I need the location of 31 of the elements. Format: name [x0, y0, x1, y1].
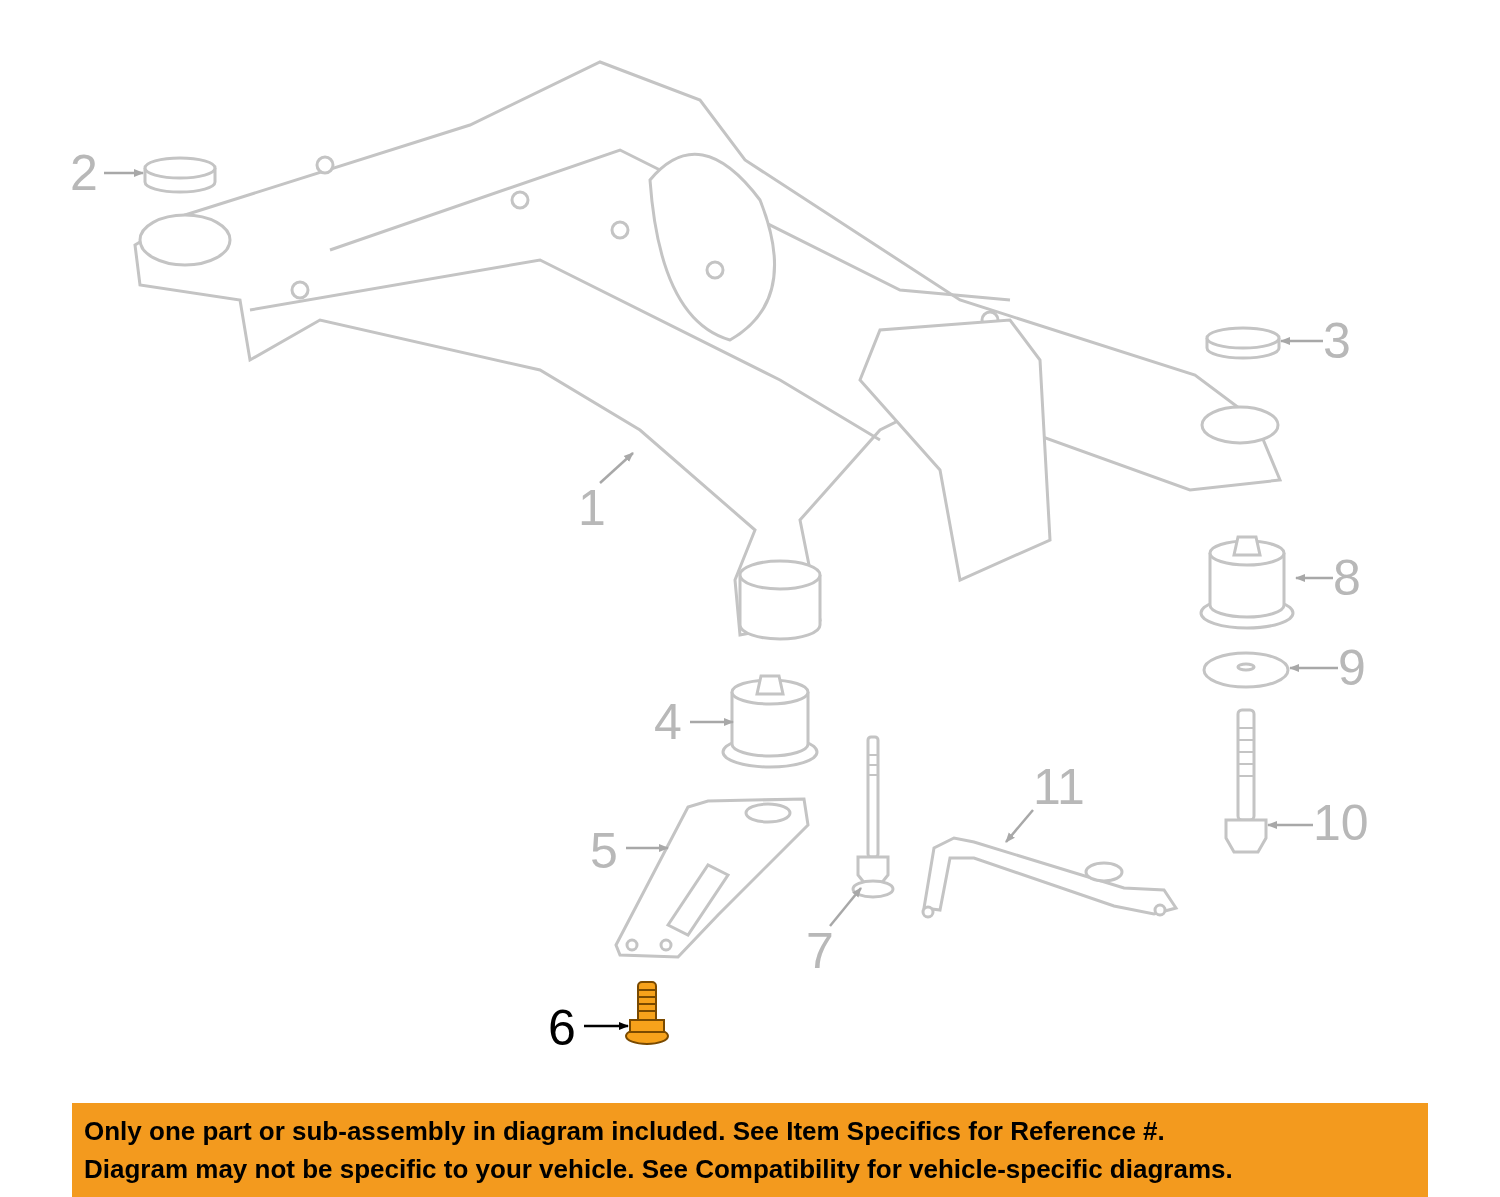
- washer-drawing: [1202, 650, 1290, 690]
- leader-arrow: [599, 452, 634, 484]
- leader-arrow: [584, 1022, 629, 1030]
- callout-number: 3: [1323, 316, 1351, 366]
- callout-number: 8: [1333, 553, 1361, 603]
- leader-arrow: [626, 844, 669, 852]
- callout-number: 6: [548, 1003, 576, 1053]
- callout-number: 1: [578, 483, 606, 533]
- callout-number: 2: [70, 148, 98, 198]
- notice-text: Only one part or sub-assembly in diagram included. See Item Specifics for Reference #.: [84, 1115, 1166, 1148]
- stud-drawing: [850, 735, 896, 901]
- bolt-drawing: [1222, 708, 1270, 856]
- leader-arrow: [1295, 574, 1333, 582]
- part-shape: [720, 672, 820, 770]
- leader-arrow: [104, 169, 144, 177]
- leader-arrow: [1005, 809, 1034, 843]
- callout-number: 10: [1313, 798, 1369, 848]
- notice-text: Diagram may not be specific to your vehicle. See Compatibility for vehicle-specific diagrams.: [84, 1153, 1234, 1186]
- notice-banner: [72, 1103, 1428, 1197]
- callout-number: 11: [1033, 762, 1085, 812]
- callout-number: 7: [806, 926, 834, 976]
- leader-arrow: [690, 718, 734, 726]
- leader-arrow: [1280, 337, 1323, 345]
- callout-number: 5: [590, 826, 618, 876]
- callout-number: 9: [1338, 643, 1366, 693]
- part-shape: [1198, 533, 1296, 631]
- bolt-drawing: [624, 980, 670, 1046]
- leader-arrow: [1289, 664, 1338, 672]
- leader-arrow: [829, 887, 862, 927]
- leader-arrow: [1267, 821, 1313, 829]
- callout-number: 4: [654, 697, 682, 747]
